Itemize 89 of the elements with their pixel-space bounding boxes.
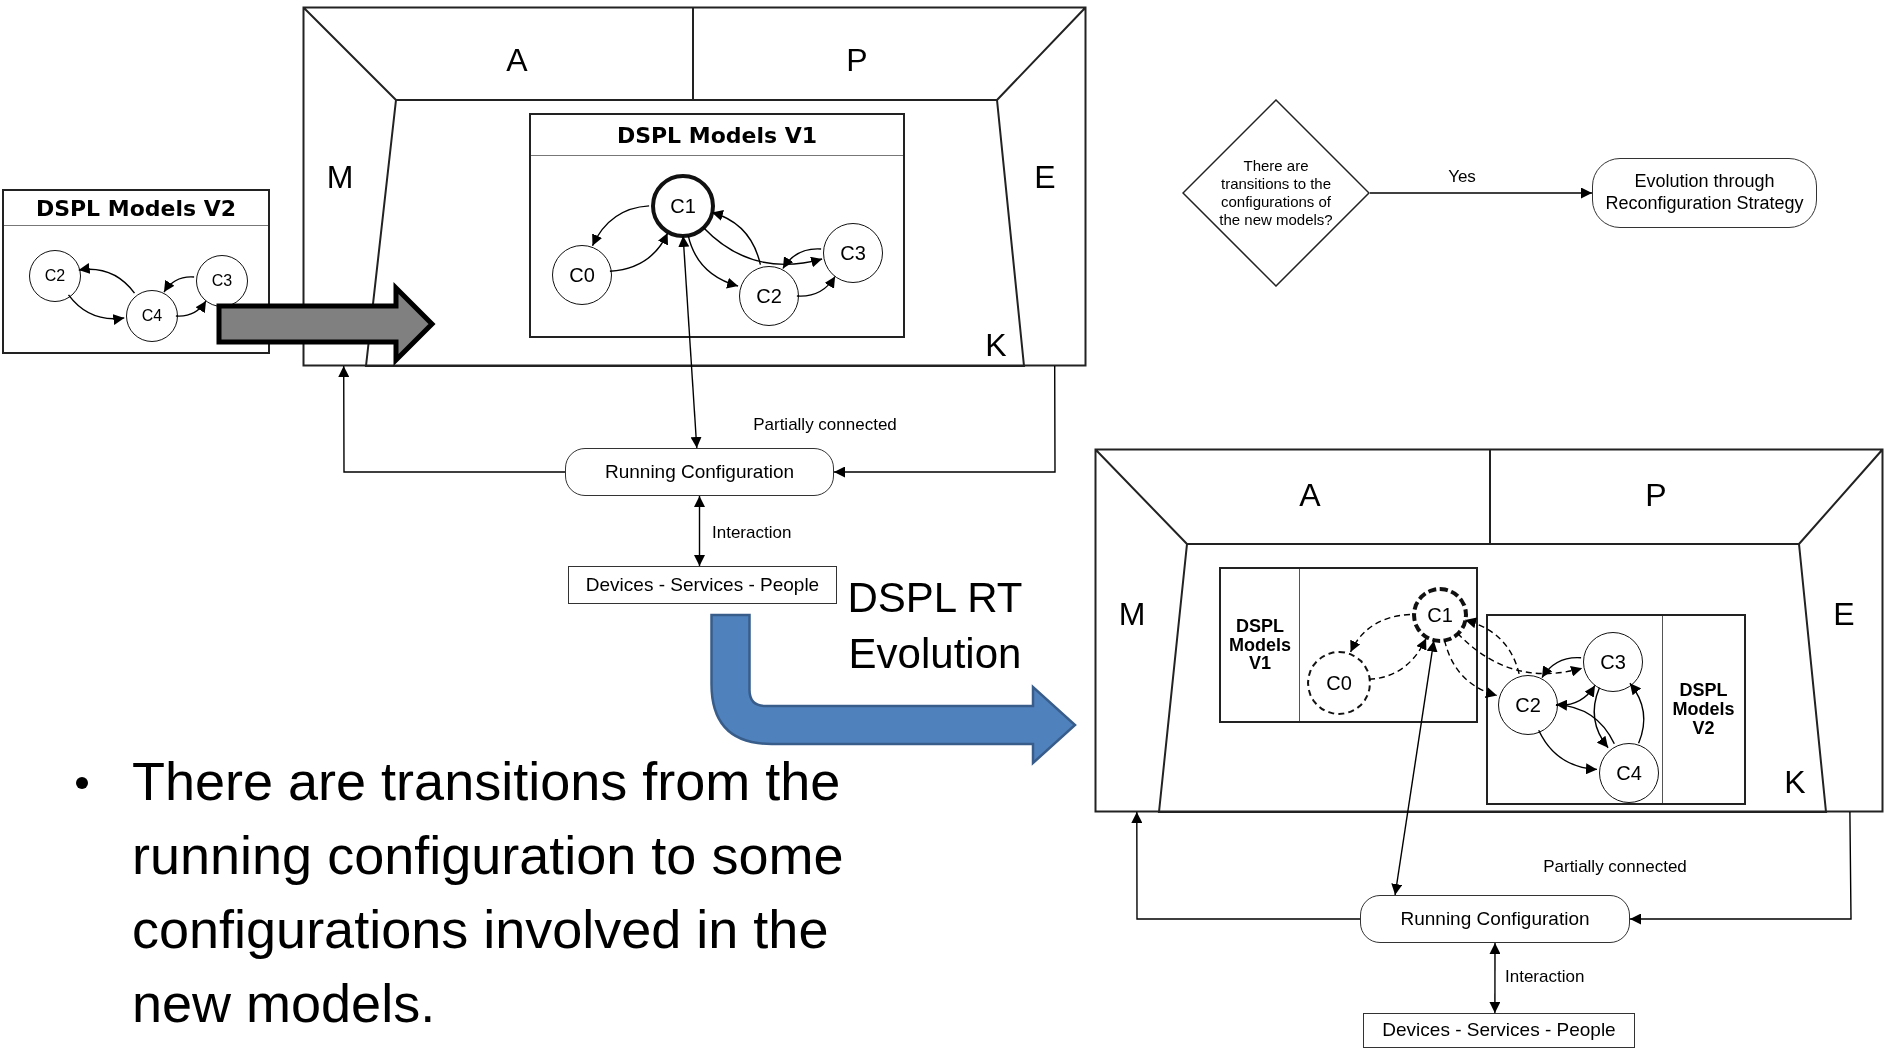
arrow (1555, 700, 1615, 745)
bullet-text: There are transitions from the running configuration to some configurations involved in the new models. (132, 750, 845, 1035)
dashed-arrow (1464, 618, 1520, 675)
arrow (1538, 729, 1598, 774)
model-box-title: DSPL Models V1 (531, 115, 903, 156)
arrow (1629, 682, 1645, 744)
state-label: C3 (840, 241, 866, 265)
box-label: Devices - Services - People (585, 573, 820, 597)
arrow (782, 248, 822, 270)
arrow (609, 232, 669, 272)
state-label: C4 (1616, 761, 1642, 785)
state-circle (1498, 675, 1558, 735)
arrow (702, 226, 823, 267)
arrow (163, 276, 195, 293)
state-circle (1583, 632, 1643, 692)
box-label: Evolution through Reconfiguration Strategy (1604, 171, 1805, 215)
state-label: C2 (1515, 693, 1541, 717)
dashed-arrow (1368, 637, 1427, 680)
double-arrow (694, 495, 705, 567)
state-circle (1599, 743, 1659, 803)
arrow (338, 365, 566, 473)
model-box-title: DSPL Models V2 (4, 191, 268, 226)
double-arrow (678, 235, 702, 449)
arrow (687, 234, 739, 289)
dashed-arrow (1443, 639, 1498, 698)
region-letter: K (985, 326, 1007, 364)
box-label: Running Configuration (1400, 907, 1590, 931)
arrow (591, 205, 650, 247)
box-label: Running Configuration (604, 460, 795, 484)
region-letter: M (326, 158, 354, 196)
arrow (78, 263, 136, 294)
rounded-box (1592, 158, 1817, 228)
edge-label: Partially connected (751, 415, 899, 435)
state-circle (651, 174, 715, 238)
arrow (1131, 811, 1361, 920)
state-label: C2 (44, 267, 66, 285)
state-label: C0 (569, 263, 595, 287)
box-label: Devices - Services - People (1382, 1019, 1616, 1042)
double-arrow (1489, 942, 1501, 1014)
edge-label: Partially connected (1541, 857, 1689, 877)
state-label: C1 (1427, 603, 1453, 627)
dashed-arrow (1349, 613, 1411, 653)
region-letter: K (1784, 763, 1806, 801)
region-letter: E (1833, 595, 1855, 633)
arrow (796, 275, 836, 297)
arrow (67, 294, 125, 325)
model-box-title: DSPL Models V2 (1662, 616, 1744, 803)
mape-loop-frame (1095, 449, 1883, 812)
arrow (175, 300, 207, 317)
arrow (1555, 684, 1596, 707)
state-label: C4 (141, 307, 163, 325)
arrow (711, 210, 762, 266)
arrow (1541, 656, 1582, 679)
state-label: C0 (1326, 671, 1352, 695)
arrow (1629, 811, 1852, 925)
rounded-box (565, 448, 834, 496)
model-box (529, 113, 905, 338)
section-heading: DSPL RT Evolution (846, 573, 1024, 679)
region-letter: P (1645, 476, 1667, 514)
process-box (1363, 1013, 1635, 1048)
model-box-title: DSPL Models V1 (1221, 569, 1300, 721)
dashed-arrow (1456, 632, 1583, 677)
region-letter: P (846, 41, 868, 79)
state-circle (823, 223, 883, 283)
arrow (1593, 687, 1609, 749)
process-box (568, 566, 837, 604)
model-box (1219, 567, 1478, 723)
region-letter: E (1034, 158, 1056, 196)
region-letter: A (506, 41, 528, 79)
block-arrow (216, 281, 436, 367)
region-letter: M (1118, 595, 1146, 633)
state-circle (739, 266, 799, 326)
state-circle (29, 250, 81, 302)
decision-text: There are transitions to the configurations of the new models? (1218, 157, 1334, 229)
arrow (1369, 187, 1593, 199)
state-label: C1 (670, 194, 696, 218)
arrow (833, 365, 1056, 478)
state-circle (196, 255, 248, 307)
model-box (1486, 614, 1746, 805)
state-circle (126, 290, 178, 342)
state-label: C3 (211, 272, 233, 290)
rounded-box (1360, 895, 1630, 943)
state-label: C2 (756, 284, 782, 308)
region-letter: A (1299, 476, 1321, 514)
double-arrow (1391, 640, 1438, 896)
block-arrow (710, 613, 1077, 765)
state-label: C3 (1600, 650, 1626, 674)
state-circle (552, 245, 612, 305)
decision-diamond (1182, 99, 1370, 287)
